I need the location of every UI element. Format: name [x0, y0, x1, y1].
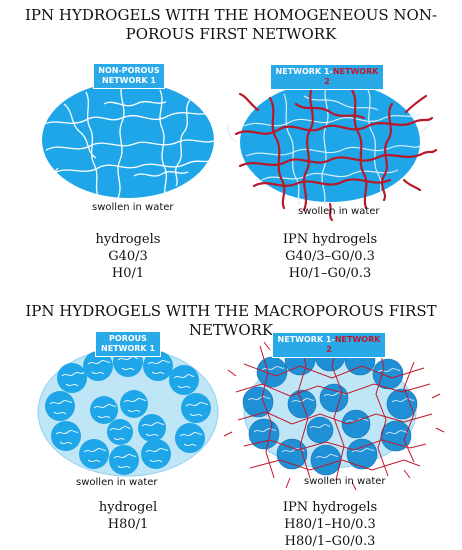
network1-label: NETWORK 1- — [275, 67, 333, 76]
network2-label: NETWORK 2 — [326, 335, 381, 354]
porous-single-gel — [37, 347, 219, 477]
bottom-section-title: IPN HYDROGELS WITH THE MACROPOROUS FIRST… — [25, 302, 437, 339]
porous-single-water-label: swollen in water — [76, 477, 158, 488]
caption-line: H80/1–G0/0.3 — [284, 534, 376, 549]
tag-line-2: NETWORK 1 — [101, 344, 155, 353]
tag-line-1: POROUS — [109, 334, 147, 343]
nonporous-single-water-label: swollen in water — [92, 202, 174, 213]
caption-line: G40/3 — [108, 249, 148, 264]
porous-ipn-caption: IPN hydrogels H80/1–H0/0.3 H80/1–G0/0.3 — [255, 499, 405, 550]
caption-line: H80/1 — [107, 517, 149, 532]
caption-line: H0/1 — [111, 266, 145, 281]
nonporous-ipn-caption: IPN hydrogels G40/3–G0/0.3 H0/1–G0/0.3 — [255, 231, 405, 282]
top-section-title: IPN HYDROGELS WITH THE HOMOGENEOUS NON-P… — [24, 6, 438, 43]
caption-line: hydrogels — [95, 232, 161, 247]
porous-network1-tag: POROUS NETWORK 1 — [95, 331, 161, 357]
caption-line: H80/1–H0/0.3 — [284, 517, 376, 532]
caption-line: hydrogel — [98, 500, 158, 515]
porous-single-caption: hydrogel H80/1 — [53, 499, 203, 533]
tag-line-1: NON-POROUS — [98, 66, 160, 75]
nonporous-ipn-tag: NETWORK 1-NETWORK 2 — [270, 64, 384, 90]
caption-line: H0/1–G0/0.3 — [288, 266, 372, 281]
nonporous-ipn-water-label: swollen in water — [298, 206, 380, 217]
caption-line: IPN hydrogels — [282, 232, 378, 247]
network2-label: NETWORK 2 — [324, 67, 379, 86]
porous-ipn-water-label: swollen in water — [304, 476, 386, 487]
nonporous-network1-tag: NON-POROUS NETWORK 1 — [93, 63, 165, 89]
caption-line: G40/3–G0/0.3 — [285, 249, 375, 264]
porous-ipn-tag: NETWORK 1-NETWORK 2 — [272, 332, 386, 358]
tag-line-2: NETWORK 1 — [102, 76, 156, 85]
porous-ipn-gel — [223, 339, 445, 491]
nonporous-single-gel — [34, 82, 224, 215]
network1-label: NETWORK 1- — [277, 335, 335, 344]
nonporous-ipn-gel — [226, 82, 438, 222]
nonporous-single-caption: hydrogels G40/3 H0/1 — [53, 231, 203, 282]
caption-line: IPN hydrogels — [282, 500, 378, 515]
